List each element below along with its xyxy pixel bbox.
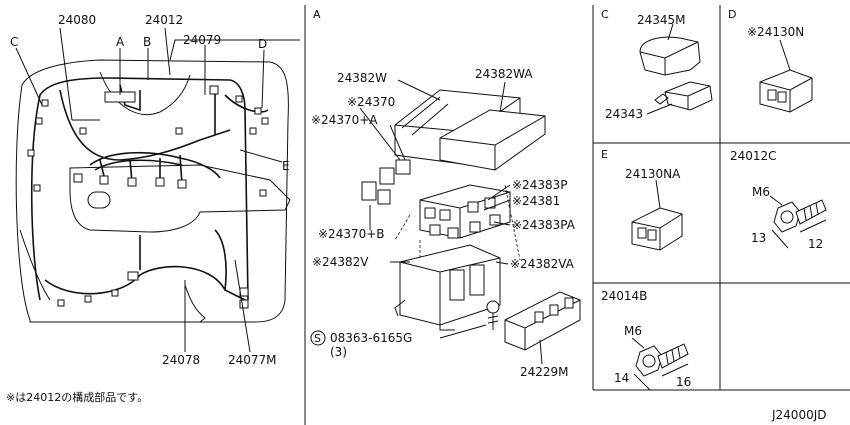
relay-cells xyxy=(424,197,501,239)
label-24382v: ※24382V xyxy=(312,255,369,269)
label-24079: 24079 xyxy=(183,33,221,47)
label-24381: ※24381 xyxy=(512,194,560,208)
label-24014b: 24014B xyxy=(601,289,647,303)
label-24370a: ※24370+A xyxy=(311,113,378,127)
label-screw-s: S xyxy=(314,332,321,345)
callout-e: E xyxy=(282,159,290,173)
label-24382va: ※24382VA xyxy=(510,257,575,271)
drawing-code: J24000JD xyxy=(771,408,827,422)
section-d: D ※24130N xyxy=(728,8,813,113)
callout-d: D xyxy=(258,37,267,51)
harness-leaders xyxy=(15,27,283,353)
label-24345m: 24345M xyxy=(637,13,686,27)
section-d-label: D xyxy=(728,8,736,21)
label-24130na: 24130NA xyxy=(625,167,681,181)
label-24383p: ※24383P xyxy=(512,178,567,192)
section-c: C 24345M 24343 xyxy=(601,8,713,121)
footnote: ※は24012の構成部品です。 xyxy=(6,390,148,404)
label-24012: 24012 xyxy=(145,13,183,27)
label-24370: ※24370 xyxy=(347,95,395,109)
label-24229m: 24229M xyxy=(520,365,569,379)
section-e: E 24130NA xyxy=(601,148,683,251)
label-24077m: 24077M xyxy=(228,353,277,367)
label-24370b: ※24370+B xyxy=(318,227,385,241)
label-bolt-b-m6: M6 xyxy=(624,324,642,338)
label-24383pa: ※24383PA xyxy=(512,218,576,232)
label-24382w: 24382W xyxy=(337,71,387,85)
label-bolt-c-13: 13 xyxy=(751,231,766,245)
section-e-label: E xyxy=(601,148,608,161)
screw-s-circle xyxy=(310,330,326,346)
label-bolt-c-m6: M6 xyxy=(752,185,770,199)
label-bolt-b-14: 14 xyxy=(614,371,629,385)
label-24080: 24080 xyxy=(58,13,96,27)
section-bolt-24012c: 24012C M6 13 12 xyxy=(730,149,827,251)
connector-markers xyxy=(27,85,269,309)
callout-a: A xyxy=(116,35,125,49)
label-24382wa: 24382WA xyxy=(475,67,533,81)
callout-c: C xyxy=(10,35,18,49)
harness-overview: 24080 24012 24079 A B C D E 24078 24077M… xyxy=(6,13,300,404)
section-bolt-24014b: 24014B M6 14 16 xyxy=(601,289,691,391)
section-c-label: C xyxy=(601,8,609,21)
label-bolt-c-12: 12 xyxy=(808,237,823,251)
label-screw-qty: (3) xyxy=(330,345,347,359)
label-24078: 24078 xyxy=(162,353,200,367)
section-dividers xyxy=(304,5,850,425)
label-screw-code: 08363-6165G xyxy=(330,331,412,345)
label-24343: 24343 xyxy=(605,107,643,121)
label-bolt-b-16: 16 xyxy=(676,375,691,389)
section-a-fuse-block: A xyxy=(310,8,581,379)
section-a-label: A xyxy=(313,8,321,21)
label-24130n: ※24130N xyxy=(747,25,804,39)
callout-b: B xyxy=(143,35,151,49)
label-24012c: 24012C xyxy=(730,149,777,163)
